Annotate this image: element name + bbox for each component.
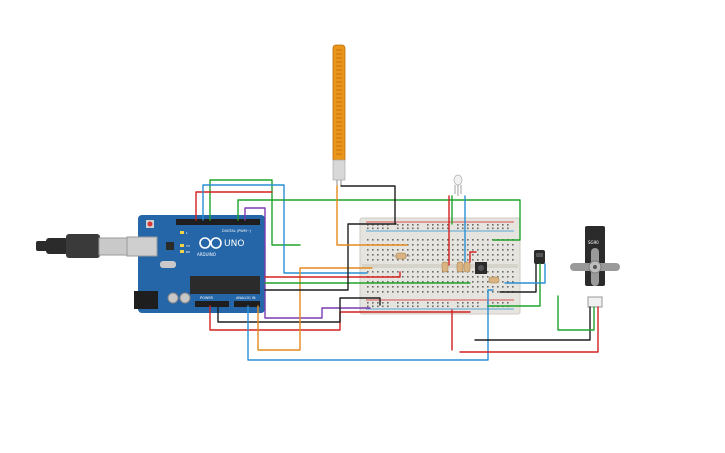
resistor-3 xyxy=(456,261,464,273)
resistor-1 xyxy=(392,252,410,260)
power-jack xyxy=(134,291,158,309)
usb-cable-body xyxy=(46,238,68,254)
tx-label: TX xyxy=(185,244,190,248)
digital-pins-label: DIGITAL (PWM~) xyxy=(222,229,252,233)
wire-orange-8[interactable] xyxy=(257,267,373,351)
flex-sensor-icon xyxy=(332,44,346,163)
wire-blue-24[interactable] xyxy=(504,263,546,284)
reset-button-cap xyxy=(147,221,153,227)
arduino-logo-icon xyxy=(199,237,222,249)
resistor-5 xyxy=(488,276,500,284)
wire-black-23[interactable] xyxy=(499,263,537,293)
wire-black-13[interactable] xyxy=(340,185,396,225)
wire-orange-14[interactable] xyxy=(336,185,408,246)
rx-label: RX xyxy=(186,250,190,254)
crystal xyxy=(160,261,176,268)
breadboard[interactable] xyxy=(359,217,521,315)
arduino-uno-board[interactable]: UNO ARDUINO DIGITAL (PWM~) POWER ANALOG … xyxy=(126,215,265,313)
analog-pins-label: ANALOG IN xyxy=(236,296,256,300)
sensor-face xyxy=(536,253,543,257)
l-label: L xyxy=(186,231,188,235)
usb-port xyxy=(126,236,158,257)
wire-black-12[interactable] xyxy=(264,223,397,291)
flex-sensor[interactable] xyxy=(332,44,346,186)
pushbutton[interactable] xyxy=(475,262,487,274)
wire-black-7[interactable] xyxy=(217,297,381,323)
servo-motor[interactable]: SG90 xyxy=(570,226,620,308)
wire-blue-9[interactable] xyxy=(247,289,494,361)
usb-plug-icon xyxy=(66,234,100,258)
digital-header xyxy=(176,219,260,225)
breadboard-holes xyxy=(367,224,514,308)
servo-connector xyxy=(587,296,603,308)
wire-green-1[interactable] xyxy=(209,179,301,246)
usb-cable[interactable] xyxy=(36,234,128,258)
rx-led xyxy=(180,250,184,253)
led-icon xyxy=(453,174,463,186)
usb-chip xyxy=(166,242,174,250)
board-brand-label: ARDUINO xyxy=(197,252,216,257)
analog-header xyxy=(234,301,260,307)
servo-shaft-center xyxy=(593,265,597,269)
resistor-2 xyxy=(441,261,449,273)
wire-purple-5[interactable] xyxy=(244,207,371,319)
tx-led xyxy=(180,244,184,247)
temperature-sensor[interactable] xyxy=(534,250,545,264)
power-header xyxy=(195,301,229,307)
wire-red-6[interactable] xyxy=(209,305,471,331)
wire-black-20[interactable] xyxy=(474,306,591,341)
flex-sensor-pattern xyxy=(336,49,342,155)
servo-model-label: SG90 xyxy=(588,240,599,245)
power-pins-label: POWER xyxy=(200,296,214,300)
l-led xyxy=(180,231,184,234)
capacitor-1 xyxy=(167,292,179,304)
usb-connector-metal xyxy=(98,237,128,256)
rgb-led[interactable] xyxy=(453,174,463,196)
board-model-label: UNO xyxy=(224,239,244,249)
wires xyxy=(195,179,599,361)
wire-red-2[interactable] xyxy=(195,191,273,221)
wire-blue-3[interactable] xyxy=(202,184,368,274)
wire-green-22[interactable] xyxy=(487,263,541,307)
usb-plug-tip-icon xyxy=(36,241,48,251)
flex-sensor-base xyxy=(332,159,346,181)
wire-green-4[interactable] xyxy=(237,199,521,241)
wire-red-19[interactable] xyxy=(469,251,477,263)
wire-green-25[interactable] xyxy=(557,295,595,331)
center-channel xyxy=(362,264,518,268)
resistor-4 xyxy=(463,261,471,273)
wire-red-21[interactable] xyxy=(459,306,599,353)
wire-red-10[interactable] xyxy=(264,271,401,278)
capacitor-2 xyxy=(179,292,191,304)
atmega-chip xyxy=(190,276,260,294)
